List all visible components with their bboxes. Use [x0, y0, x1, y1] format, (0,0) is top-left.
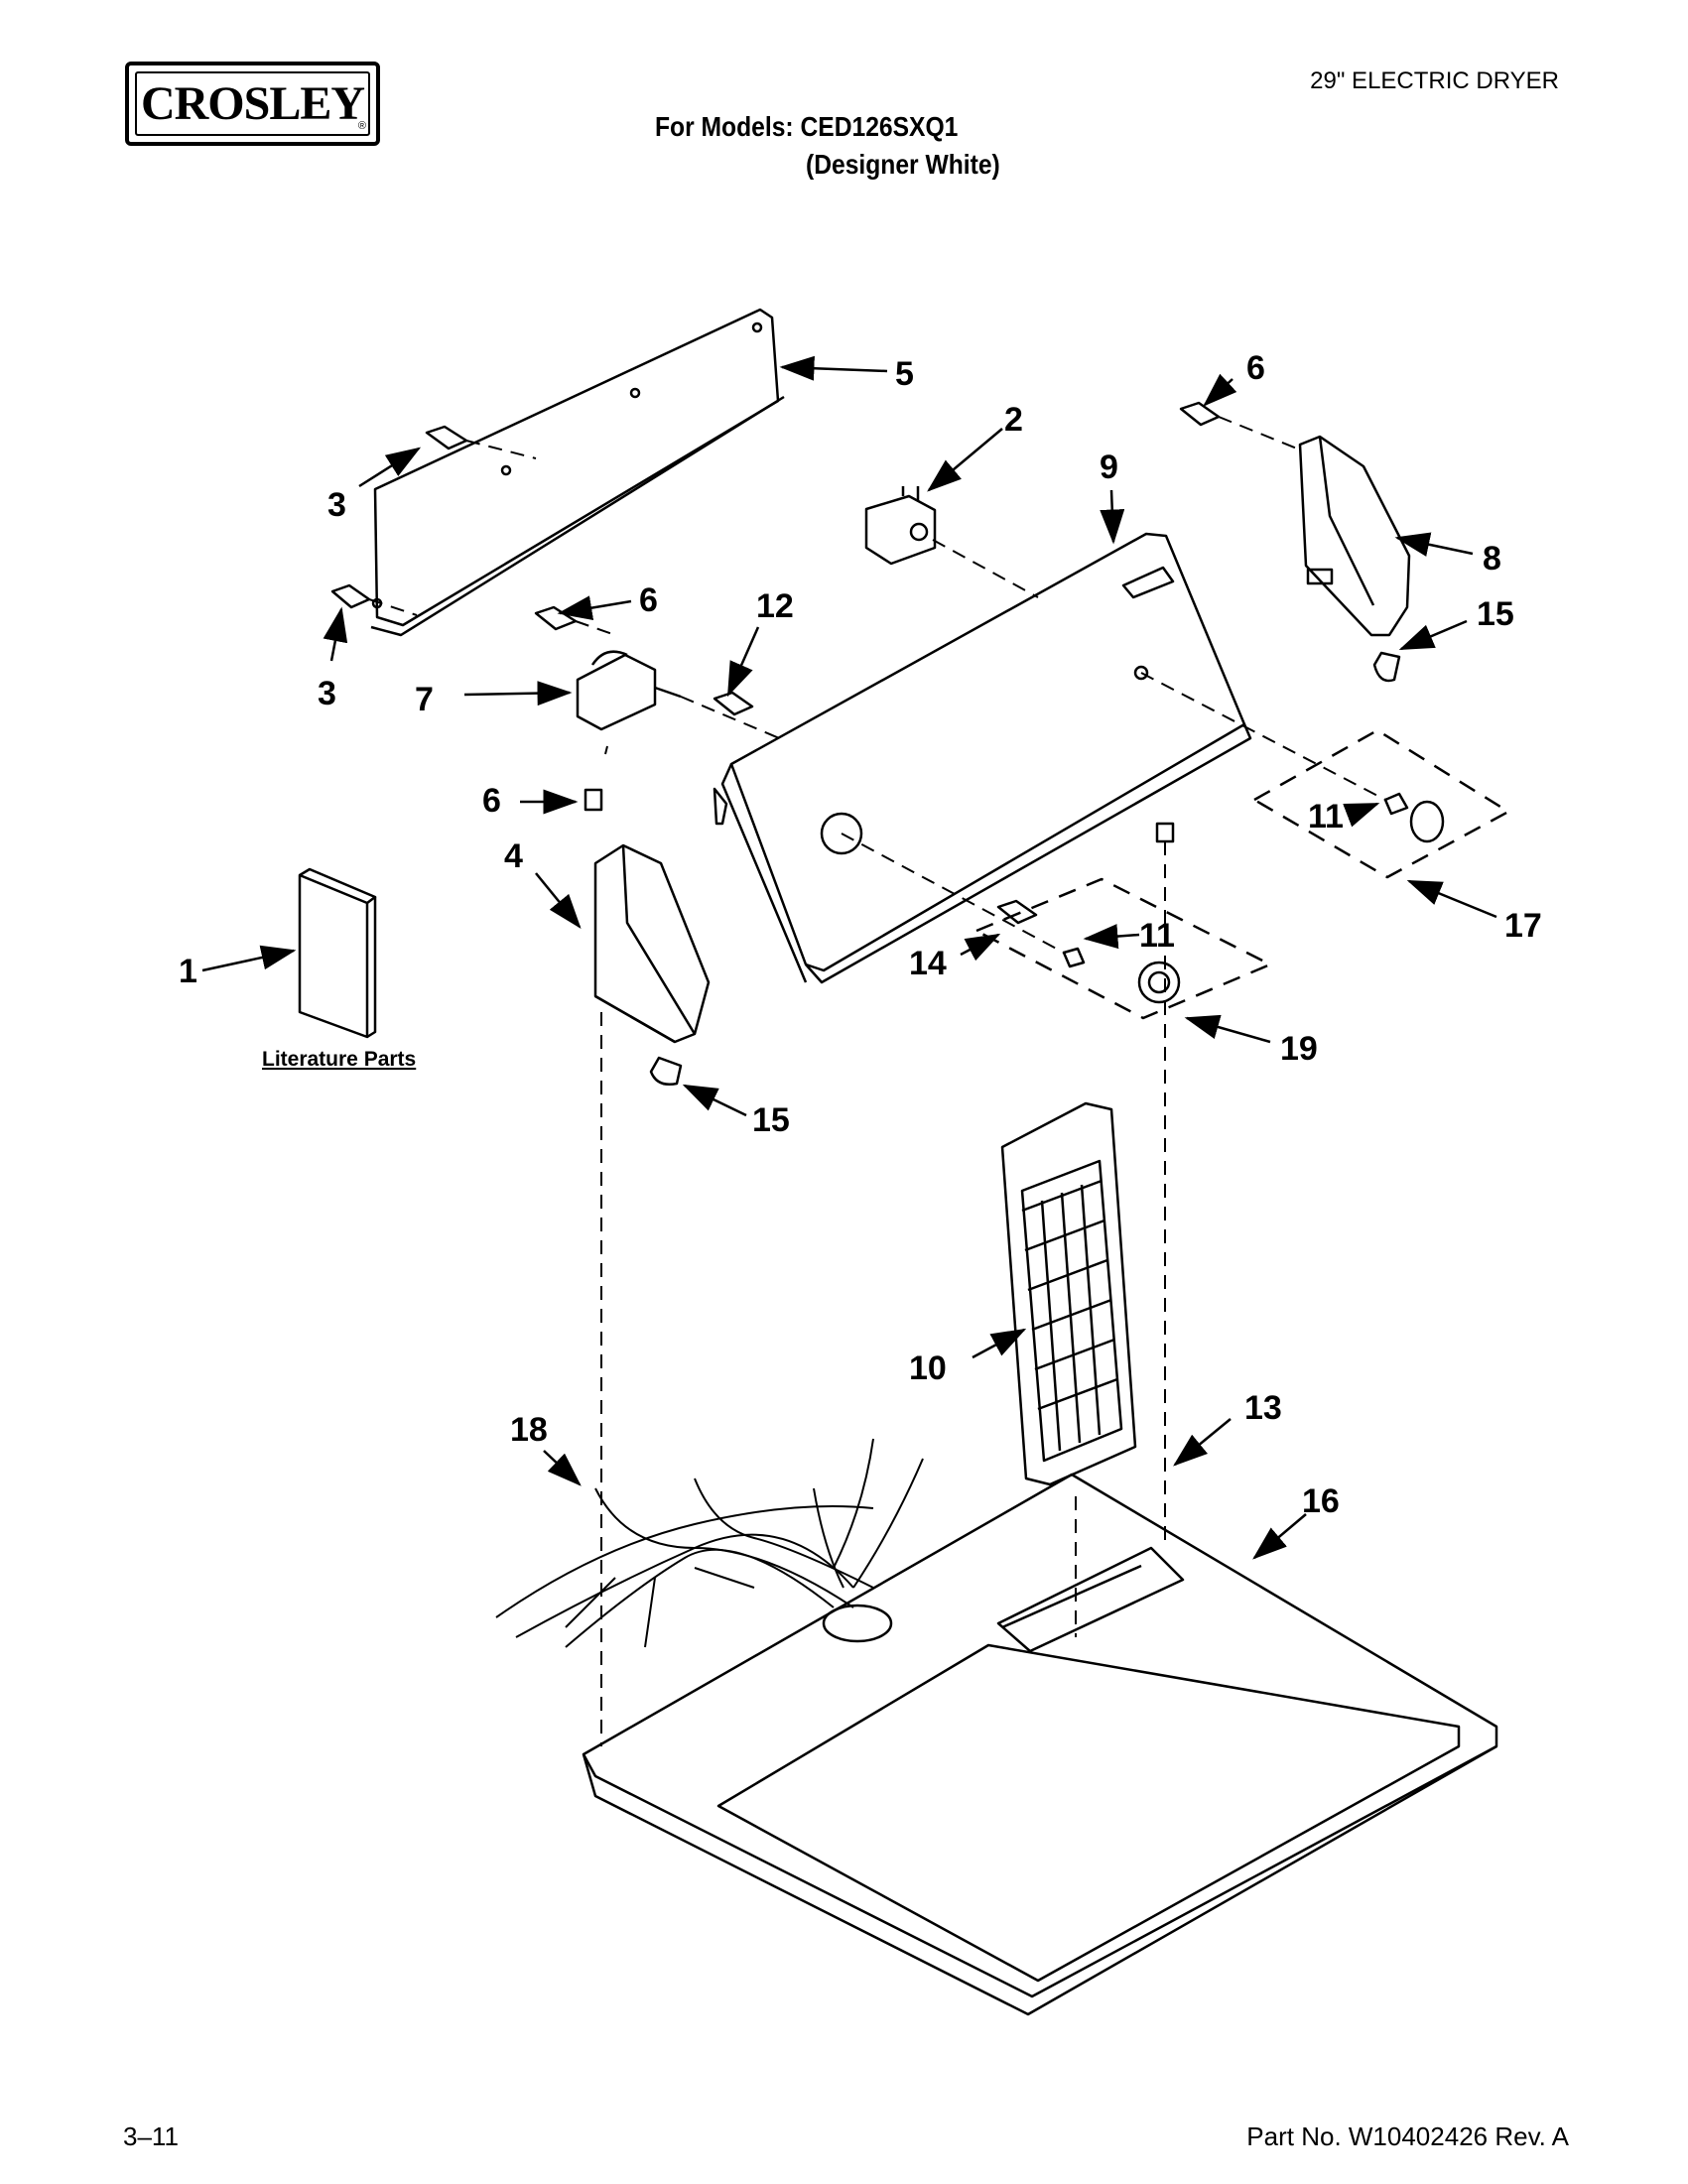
- arrow-3b: [323, 606, 348, 662]
- console-panel-part: [713, 532, 1252, 984]
- callout-5: 5: [895, 355, 914, 393]
- arrow-3a: [358, 447, 422, 488]
- arrow-2: [927, 428, 1003, 492]
- callout-8: 8: [1483, 540, 1501, 578]
- arrow-17: [1406, 879, 1497, 919]
- arrow-8: [1394, 532, 1474, 557]
- arrow-15a: [1398, 619, 1468, 651]
- arrow-6a: [1203, 373, 1237, 407]
- arrow-10: [972, 1328, 1027, 1359]
- callout-14: 14: [909, 945, 947, 982]
- arrow-5: [779, 355, 888, 381]
- callout-6b: 6: [639, 581, 658, 619]
- wire-harness-part: [495, 1438, 924, 1648]
- callout-2: 2: [1004, 401, 1023, 439]
- models-line: For Models: CED126SXQ1: [655, 111, 959, 142]
- clip-part-upper: [1372, 651, 1401, 683]
- callout-18: 18: [510, 1411, 548, 1449]
- callout-16: 16: [1302, 1482, 1340, 1520]
- left-endcap-part: [593, 843, 711, 1044]
- arrow-15b: [682, 1084, 747, 1117]
- callout-7: 7: [415, 681, 434, 718]
- arrow-4: [535, 872, 582, 929]
- clip-part-lower: [649, 1056, 683, 1086]
- arrow-16: [1252, 1513, 1307, 1560]
- product-title: 29" ELECTRIC DRYER: [1310, 67, 1559, 94]
- callout-4: 4: [504, 837, 523, 875]
- callout-10: 10: [909, 1349, 947, 1387]
- arrow-13: [1173, 1418, 1232, 1467]
- part-number: Part No. W10402426 Rev. A: [1246, 2121, 1569, 2151]
- top-panel-part: [582, 1473, 1498, 2016]
- callout-11b: 11: [1139, 917, 1175, 955]
- callout-9: 9: [1100, 449, 1118, 486]
- callout-6c: 6: [482, 782, 501, 820]
- callout-3b: 3: [318, 675, 336, 712]
- crosley-logo: CROSLEY ®: [125, 62, 380, 146]
- arrow-19: [1184, 1014, 1271, 1044]
- callout-1: 1: [179, 953, 197, 990]
- arrow-11a: [1343, 802, 1380, 828]
- arrow-9: [1100, 489, 1125, 545]
- callout-13: 13: [1244, 1389, 1282, 1427]
- callout-17: 17: [1504, 907, 1542, 945]
- callout-15b: 15: [752, 1101, 790, 1139]
- callout-3a: 3: [327, 486, 346, 524]
- callout-6a: 6: [1246, 349, 1265, 387]
- literature-book: [298, 867, 377, 1039]
- timer-part: [576, 650, 682, 731]
- arrow-12: [726, 626, 760, 698]
- arrow-1: [201, 945, 297, 972]
- arrow-11b: [1083, 924, 1140, 950]
- arrow-14: [960, 933, 1001, 962]
- registered-mark: ®: [357, 120, 366, 132]
- brand-text: CROSLEY: [140, 77, 365, 130]
- knob-kit-17: [1252, 728, 1510, 879]
- knob-kit-19: [974, 877, 1272, 1020]
- arrow-18: [543, 1450, 582, 1486]
- color-line: (Designer White): [806, 149, 1000, 180]
- callout-19: 19: [1280, 1030, 1318, 1068]
- arrow-7: [463, 681, 573, 707]
- literature-parts-label: Literature Parts: [262, 1048, 416, 1071]
- rear-bracket-part: [370, 308, 785, 637]
- page-number: 3–11: [123, 2121, 179, 2151]
- right-endcap-part: [1298, 435, 1411, 637]
- lint-screen-part: [1000, 1101, 1137, 1486]
- switch-part: [864, 486, 937, 566]
- callout-15a: 15: [1477, 595, 1514, 633]
- callout-11a: 11: [1308, 798, 1344, 835]
- callout-12: 12: [756, 587, 794, 625]
- screws: [330, 401, 1221, 925]
- arrow-6b: [557, 595, 632, 620]
